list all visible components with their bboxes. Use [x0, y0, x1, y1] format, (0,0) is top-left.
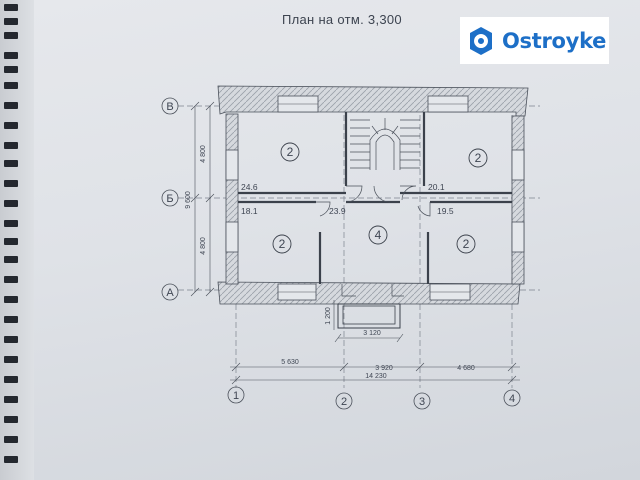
axis-label-2: 2 — [341, 396, 347, 408]
binding-ring — [4, 82, 18, 89]
binding-ring — [4, 456, 18, 463]
axis-marker-a — [161, 283, 179, 301]
window-left-lower — [225, 221, 239, 253]
binding-ring — [4, 180, 18, 187]
door-hall-center — [373, 185, 391, 203]
dim-bottom-2-3: 3 920 — [375, 365, 393, 372]
area-lower-right: 19.5 — [437, 206, 454, 216]
wall-right — [511, 115, 525, 285]
binding-ring — [4, 316, 18, 323]
axis-marker-v — [161, 97, 179, 115]
binding-ring — [4, 276, 18, 283]
door-hall-right — [400, 185, 417, 201]
axis-label-b: Б — [166, 193, 173, 205]
axis-label-v: В — [166, 101, 173, 113]
binding-ring — [4, 4, 18, 11]
dim-bottom-3-4: 4 680 — [457, 365, 475, 372]
window-left-upper — [225, 149, 239, 181]
room-marker-lower-right: 2 — [463, 237, 470, 251]
binding-ring — [4, 102, 18, 109]
door-room-left — [316, 201, 331, 217]
axis-marker-1 — [227, 386, 245, 404]
binding-ring — [4, 436, 18, 443]
window-right-upper — [511, 149, 525, 181]
staircase — [350, 118, 420, 170]
dim-left-total: 9 600 — [185, 191, 192, 209]
binding-ring — [4, 220, 18, 227]
binding-ring — [4, 66, 18, 73]
binding-ring — [4, 142, 18, 149]
area-upper-right: 20.1 — [428, 182, 445, 192]
room-marker-circle — [272, 234, 292, 254]
room-marker-hall: 4 — [375, 228, 382, 242]
balcony — [337, 303, 401, 329]
dim-left-upper: 4 800 — [200, 145, 207, 163]
axis-label-3: 3 — [419, 396, 425, 408]
area-lower-left: 18.1 — [241, 206, 258, 216]
axis-marker-2 — [335, 392, 353, 410]
area-upper-left: 24.6 — [241, 182, 258, 192]
binding-ring — [4, 336, 18, 343]
binding-ring — [4, 396, 18, 403]
logo-text: Ostroyke — [502, 28, 607, 53]
area-hall: 23.9 — [329, 206, 346, 216]
door-balcony — [341, 284, 404, 297]
spiral-binding — [0, 0, 34, 480]
axis-label-1: 1 — [233, 390, 239, 402]
binding-ring — [4, 18, 18, 25]
logo-icon — [470, 26, 492, 55]
binding-ring — [4, 256, 18, 263]
wall-bottom — [217, 281, 521, 305]
room-marker-upper-left: 2 — [287, 145, 294, 159]
door-hall-left — [345, 185, 363, 203]
axis-marker-b — [161, 189, 179, 207]
dim-bottom-total: 14 230 — [365, 373, 387, 380]
logo: Ostroyke — [460, 17, 609, 64]
dim-bottom-1-2: 5 630 — [281, 359, 299, 366]
binding-ring — [4, 32, 18, 39]
binding-ring — [4, 296, 18, 303]
room-marker-circle — [456, 234, 476, 254]
binding-ring — [4, 356, 18, 363]
binding-ring — [4, 376, 18, 383]
axis-marker-3 — [413, 392, 431, 410]
wall-top — [217, 85, 529, 117]
dim-balcony-depth: 1 200 — [325, 307, 332, 325]
axis-label-a: А — [166, 287, 174, 299]
room-marker-lower-left: 2 — [279, 237, 286, 251]
binding-ring — [4, 238, 18, 245]
plan-title: План на отм. 3,300 — [282, 12, 402, 27]
axis-marker-4 — [503, 389, 521, 407]
door-room-right — [417, 202, 431, 217]
axis-label-4: 4 — [509, 393, 515, 405]
room-marker-circle — [280, 142, 300, 162]
dim-balcony-width: 3 120 — [363, 330, 381, 337]
binding-ring — [4, 52, 18, 59]
window-right-lower — [511, 221, 525, 253]
binding-ring — [4, 200, 18, 207]
room-marker-upper-right: 2 — [475, 151, 482, 165]
binding-ring — [4, 416, 18, 423]
wall-left — [225, 113, 239, 285]
dim-left-lower: 4 800 — [200, 237, 207, 255]
room-marker-circle — [468, 148, 488, 168]
binding-ring — [4, 160, 18, 167]
binding-ring — [4, 122, 18, 129]
room-marker-circle — [368, 225, 388, 245]
